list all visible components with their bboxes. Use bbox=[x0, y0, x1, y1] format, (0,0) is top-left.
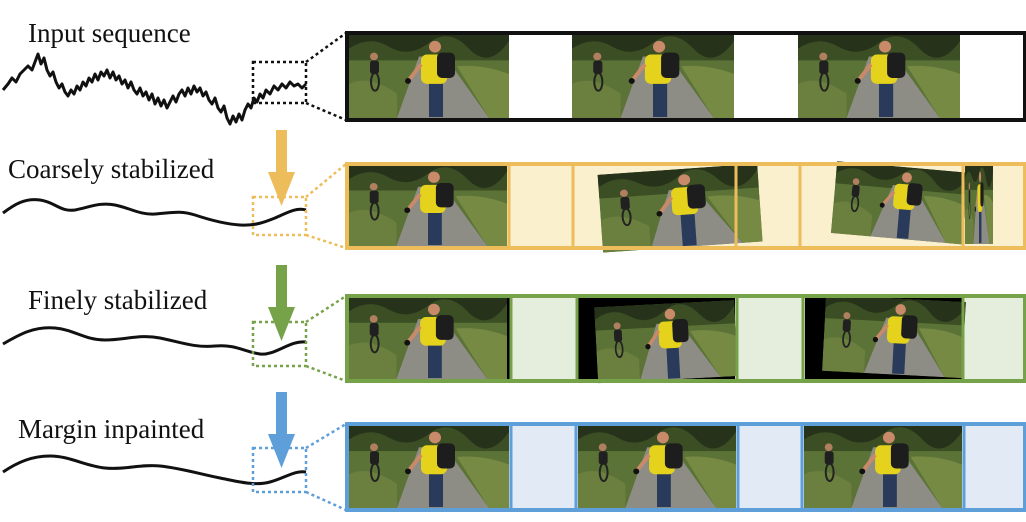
finely-stabilized-label: Finely stabilized bbox=[28, 285, 208, 315]
fine-frame-3 bbox=[822, 294, 966, 379]
zoom-box-icon bbox=[251, 320, 308, 368]
input-row bbox=[1, 31, 1026, 126]
inpainted-frame-2 bbox=[578, 426, 736, 508]
inpainted-trajectory bbox=[2, 454, 307, 486]
coarse-row bbox=[2, 161, 1026, 253]
fine-frame-1 bbox=[349, 298, 507, 379]
zoom-connector-top bbox=[305, 163, 347, 198]
zoom-connector-bottom bbox=[305, 364, 347, 383]
zoom-connector-bottom bbox=[305, 101, 347, 122]
down-arrow-icon bbox=[268, 265, 295, 341]
input-frame-2 bbox=[572, 35, 734, 118]
inpainted-frame-3 bbox=[804, 426, 962, 508]
zoom-connector-top bbox=[305, 294, 347, 324]
zoom-box-icon bbox=[251, 60, 308, 105]
coarse-frame-1 bbox=[349, 166, 507, 246]
inpainted-frame-1 bbox=[349, 426, 509, 508]
fine-row bbox=[2, 294, 1026, 384]
input-sequence-label: Input sequence bbox=[28, 18, 191, 48]
zoom-box-icon bbox=[251, 195, 308, 237]
fine-frame-2 bbox=[594, 300, 738, 384]
fine-trajectory bbox=[2, 326, 307, 356]
coarsely-stabilized-label: Coarsely stabilized bbox=[8, 154, 215, 184]
input-trajectory bbox=[1, 52, 308, 126]
zoom-connector-top bbox=[305, 31, 347, 64]
margin-inpainted-label: Margin inpainted bbox=[18, 414, 205, 444]
zoom-connector-bottom bbox=[305, 233, 347, 250]
coarse-frame-4 bbox=[965, 166, 993, 244]
input-frame-3 bbox=[798, 35, 960, 118]
zoom-connector-top bbox=[305, 422, 347, 450]
down-arrow-icon bbox=[268, 392, 295, 468]
down-arrow-icon bbox=[268, 130, 295, 206]
coarse-frame-3 bbox=[830, 161, 969, 245]
zoom-box-icon bbox=[251, 446, 308, 494]
input-frame-1 bbox=[349, 35, 509, 118]
coarse-frame-2 bbox=[597, 163, 763, 253]
inpainted-row bbox=[2, 422, 1026, 512]
coarse-trajectory bbox=[2, 198, 307, 227]
zoom-connector-bottom bbox=[305, 490, 347, 512]
